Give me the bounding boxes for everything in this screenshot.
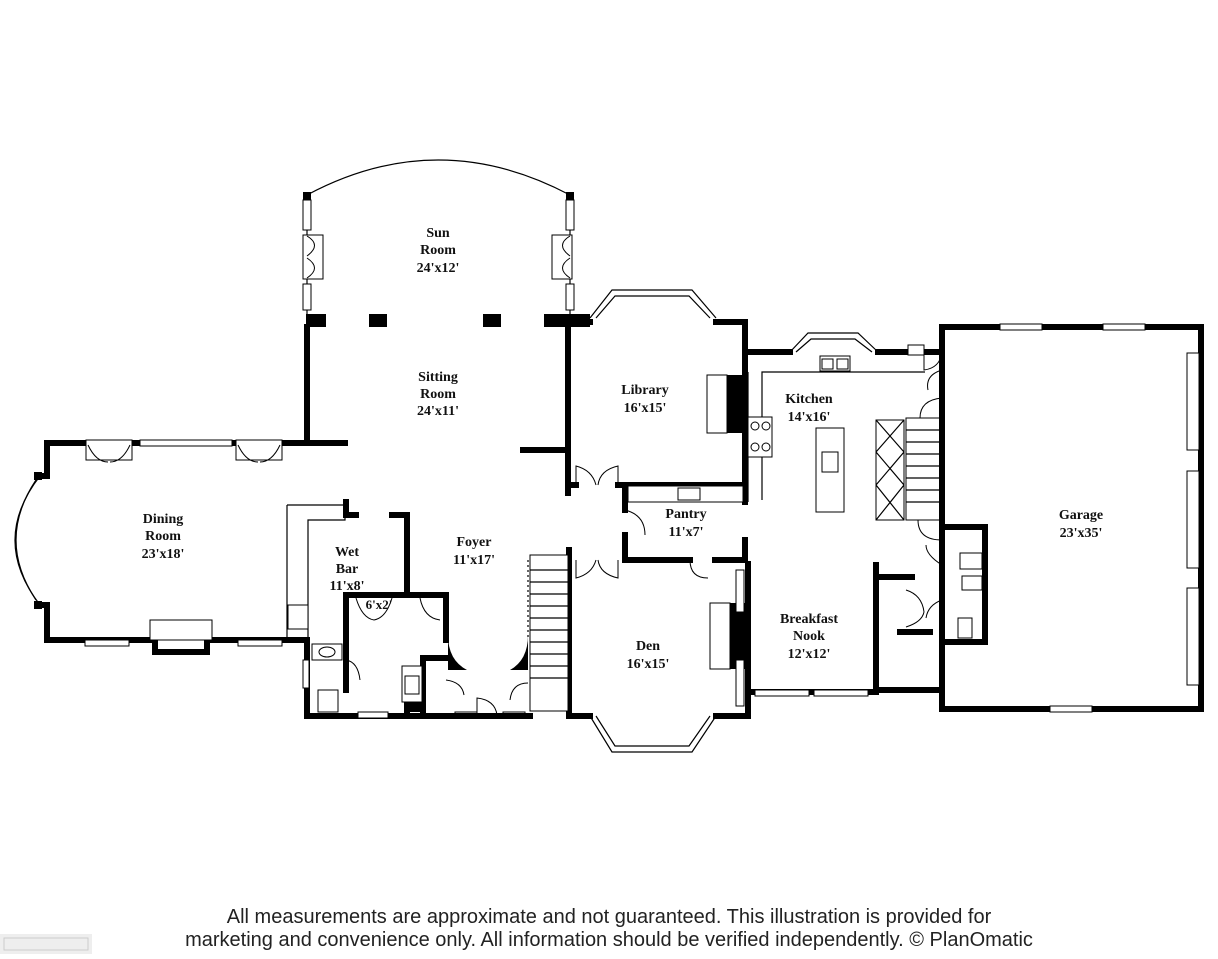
- wet-bar: [286, 499, 533, 719]
- garage-size: 23'x35': [1060, 526, 1103, 541]
- closet-size: 6'x2': [366, 597, 393, 612]
- library-label: Library: [621, 383, 668, 398]
- wet-bar-label: Wet: [335, 545, 359, 560]
- sun-room-label: Room: [420, 243, 456, 258]
- foyer-size: 11'x17': [453, 553, 495, 568]
- kitchen: [745, 332, 945, 513]
- column-post: [483, 314, 501, 327]
- planomatic-logo: [0, 934, 92, 954]
- garage-label: Garage: [1059, 508, 1103, 523]
- column-post: [306, 314, 326, 327]
- pantry: [622, 482, 748, 579]
- foyer: [448, 554, 569, 719]
- wet-bar-size: 11'x8': [329, 579, 364, 594]
- wet-bar-label: Bar: [336, 562, 359, 577]
- breakfast-nook: [745, 561, 879, 715]
- kitchen-label: Kitchen: [785, 392, 833, 407]
- breakfast-nook-label: Nook: [793, 629, 825, 644]
- dining-room-size: 23'x18': [142, 547, 185, 562]
- utility-area: [873, 524, 988, 693]
- disclaimer-line-2: marketing and convenience only. All info…: [185, 929, 1033, 951]
- pantry-size: 11'x7': [668, 525, 703, 540]
- sitting-room-label: Sitting: [418, 370, 458, 385]
- den-size: 16'x15': [627, 657, 670, 672]
- stairs-kitchen: [875, 397, 943, 541]
- breakfast-nook-label: Breakfast: [780, 612, 838, 627]
- garage: [927, 323, 1204, 713]
- kitchen-size: 14'x16': [788, 410, 831, 425]
- sun-room: [302, 159, 575, 318]
- disclaimer-line-1: All measurements are approximate and not…: [226, 906, 992, 928]
- room-labels: Sun Room 24'x12' Sitting Room 24'x11' Li…: [142, 226, 1104, 672]
- sun-room-label: Sun: [426, 226, 450, 241]
- foyer-label: Foyer: [457, 535, 492, 550]
- library-size: 16'x15': [624, 401, 667, 416]
- library: [565, 289, 748, 505]
- den: [566, 547, 751, 753]
- dining-room-label: Dining: [143, 512, 183, 527]
- sitting-room-size: 24'x11': [417, 404, 459, 419]
- sitting-room: [282, 315, 571, 496]
- column-post: [369, 314, 387, 327]
- breakfast-nook-size: 12'x12': [788, 647, 831, 662]
- dining-room-label: Room: [145, 529, 181, 544]
- sun-room-size: 24'x12': [417, 261, 460, 276]
- pantry-label: Pantry: [665, 507, 706, 522]
- dining-room: [14, 439, 310, 655]
- den-label: Den: [636, 639, 660, 654]
- sitting-room-label: Room: [420, 387, 456, 402]
